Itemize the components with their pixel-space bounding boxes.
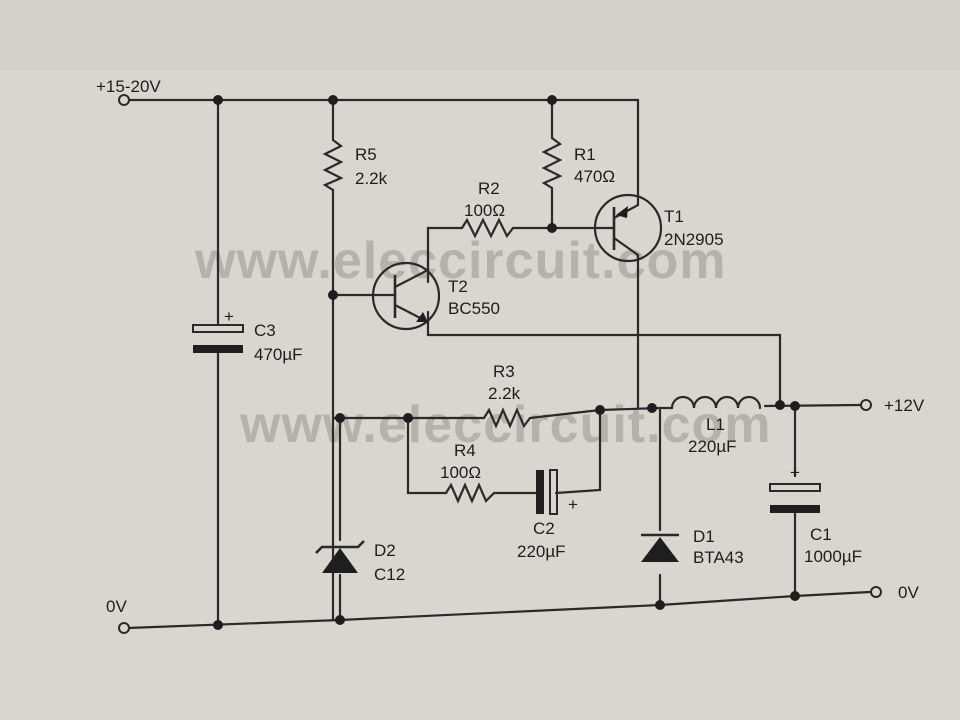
capacitor-c2: + C2 220µF [517, 469, 578, 561]
d1-value: BTA43 [693, 548, 744, 567]
paper-top-band [0, 0, 960, 70]
transistor-t2: T2 BC550 [371, 258, 500, 331]
c3-ref: C3 [254, 321, 276, 340]
terminal-gnd-left-label: 0V [106, 597, 127, 616]
watermark-lower: www.eleccircuit.com [239, 396, 771, 454]
t2-ref: T2 [448, 277, 468, 296]
c1-value: 1000µF [804, 547, 862, 566]
transistor-t1: T1 2N2905 [593, 193, 724, 263]
r3-ref: R3 [493, 362, 515, 381]
diode-d1: D1 BTA43 [641, 527, 744, 567]
r2-ref: R2 [478, 179, 500, 198]
l1-ref: L1 [706, 415, 725, 434]
capacitor-c1: + C1 1000µF [769, 463, 862, 566]
resistor-r2: R2 100Ω [460, 179, 520, 239]
t1-ref: T1 [664, 207, 684, 226]
terminal-gnd-right: 0V [870, 583, 919, 602]
resistor-r3: R3 2.2k [482, 362, 532, 429]
d2-ref: D2 [374, 541, 396, 560]
terminal-vout: +12V [860, 396, 925, 415]
terminal-gnd-right-label: 0V [898, 583, 919, 602]
r1-value: 470Ω [574, 167, 615, 186]
r5-ref: R5 [355, 145, 377, 164]
r2-value: 100Ω [464, 201, 505, 220]
t2-value: BC550 [448, 299, 500, 318]
r5-value: 2.2k [355, 169, 388, 188]
d1-ref: D1 [693, 527, 715, 546]
c2-value: 220µF [517, 542, 566, 561]
r4-ref: R4 [454, 441, 476, 460]
terminal-gnd-left: 0V [106, 597, 130, 634]
d2-value: C12 [374, 565, 405, 584]
resistor-r4: R4 100Ω [440, 441, 496, 504]
c2-polarity: + [568, 495, 578, 514]
inductor-l1: L1 220µF [670, 395, 762, 456]
l1-value: 220µF [688, 437, 737, 456]
resistor-r5: R5 2.2k [322, 138, 388, 192]
terminal-vout-label: +12V [884, 396, 925, 415]
c1-polarity: + [790, 463, 800, 482]
r3-value: 2.2k [488, 384, 521, 403]
terminal-vin-label: +15-20V [96, 77, 161, 96]
c2-ref: C2 [533, 519, 555, 538]
c1-ref: C1 [810, 525, 832, 544]
t1-value: 2N2905 [664, 230, 724, 249]
resistor-r1: R1 470Ω [541, 136, 615, 190]
capacitor-c3: + C3 470µF [192, 307, 303, 364]
c3-value: 470µF [254, 345, 303, 364]
r1-ref: R1 [574, 145, 596, 164]
terminal-vin: +15-20V [96, 77, 161, 106]
r4-value: 100Ω [440, 463, 481, 482]
zener-diode-d2: D2 C12 [315, 540, 405, 584]
c3-polarity: + [224, 307, 234, 326]
junctions [213, 95, 800, 630]
